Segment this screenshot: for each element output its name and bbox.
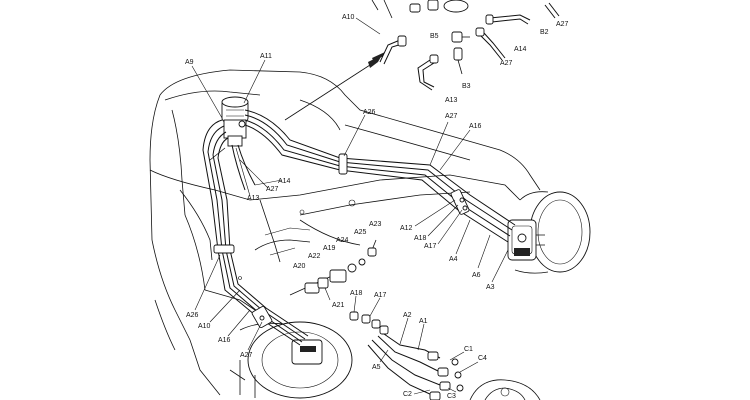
label-a11: A11 xyxy=(260,53,272,60)
label-a18-lower: A18 xyxy=(350,290,363,297)
label-b5: B5 xyxy=(430,33,439,40)
label-a1: A1 xyxy=(419,318,428,325)
label-a24: A24 xyxy=(336,237,349,244)
label-a13-top: A13 xyxy=(445,97,458,104)
detail-pipes-lower xyxy=(349,311,464,400)
steering-valve xyxy=(221,96,249,147)
detail-fittings-middle xyxy=(289,239,377,296)
label-a27-top-right: A27 xyxy=(556,21,569,28)
label-b2: B2 xyxy=(540,29,549,36)
left-wheel-hub xyxy=(229,321,353,399)
valve-feed-lines xyxy=(209,144,256,191)
label-a2: A2 xyxy=(403,312,412,319)
label-a27-top: A27 xyxy=(500,60,513,67)
label-a10-top: A10 xyxy=(342,14,355,21)
pipe-bundle-left xyxy=(202,119,309,346)
label-a22: A22 xyxy=(308,253,321,260)
label-a9: A9 xyxy=(185,59,194,66)
right-wheel-hub xyxy=(507,191,591,274)
label-b3: B3 xyxy=(462,83,471,90)
label-a17-lower: A17 xyxy=(374,292,387,299)
label-a12: A12 xyxy=(400,225,413,232)
label-c4: C4 xyxy=(478,355,487,362)
label-a19: A19 xyxy=(323,245,336,252)
label-a16-lower: A16 xyxy=(218,337,231,344)
part-labels: A10 B5 B2 A27 A14 A27 B3 A13 A9 A11 A26 … xyxy=(185,14,569,400)
label-a3: A3 xyxy=(486,284,495,291)
label-c3: C3 xyxy=(447,393,456,400)
label-a14-mid: A14 xyxy=(278,178,291,185)
label-a16-mid: A16 xyxy=(469,123,482,130)
label-a17-right: A17 xyxy=(424,243,437,250)
label-a26-mid: A26 xyxy=(363,109,376,116)
pipe-bundle-main xyxy=(244,109,516,243)
detail-pipes-top xyxy=(284,0,560,121)
label-a10-lower: A10 xyxy=(198,323,211,330)
label-a13-mid: A13 xyxy=(247,195,260,202)
label-a4: A4 xyxy=(449,256,458,263)
label-a25: A25 xyxy=(354,229,367,236)
label-a26-lower: A26 xyxy=(186,312,199,319)
bottom-right-wheel xyxy=(469,379,541,400)
label-a27-lower: A27 xyxy=(240,352,253,359)
label-a21: A21 xyxy=(332,302,345,309)
label-a5: A5 xyxy=(372,364,381,371)
label-a20: A20 xyxy=(293,263,306,270)
label-a18-right: A18 xyxy=(414,235,427,242)
label-a23: A23 xyxy=(369,221,382,228)
label-a27-left: A27 xyxy=(266,186,279,193)
label-c1: C1 xyxy=(464,346,473,353)
label-a6: A6 xyxy=(472,272,481,279)
label-c2: C2 xyxy=(403,391,412,398)
label-a14-top: A14 xyxy=(514,46,527,53)
label-a27-mid: A27 xyxy=(445,113,458,120)
